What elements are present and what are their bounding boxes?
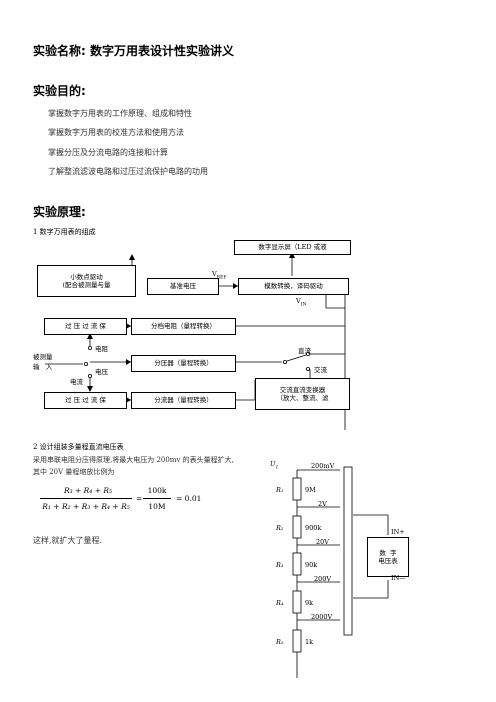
in-plus-label: IN+ bbox=[391, 528, 405, 536]
r1-value: 9M bbox=[305, 486, 316, 494]
block-adc: 模数转换，译码驱动 bbox=[238, 278, 349, 295]
formula-bar-2 bbox=[143, 498, 171, 499]
block-reference: 基准电压 bbox=[147, 278, 219, 295]
current-label: 电流 bbox=[70, 378, 83, 386]
resistor-label: 电阻 bbox=[95, 345, 108, 353]
range-2v: 2V bbox=[318, 500, 327, 508]
r5-label: R₅ bbox=[276, 638, 284, 646]
r3-value: 90k bbox=[305, 561, 318, 569]
formula-numerator: R₃ + R₄ + R₅ bbox=[63, 486, 113, 495]
principle-heading: 实验原理: bbox=[33, 205, 86, 219]
vin-label: VIN bbox=[296, 297, 307, 308]
r1-label: R₁ bbox=[276, 486, 284, 494]
formula-mid-numerator: 100k bbox=[147, 486, 167, 495]
section-1-title: 1 数字万用表的组成 bbox=[33, 228, 96, 236]
formula-denominator: R₁ + R₂ + R₃ + R₄ + R₅ bbox=[42, 502, 130, 511]
block-protect-top: 过 压 过 流 保 bbox=[44, 318, 127, 335]
purpose-heading: 实验目的: bbox=[33, 84, 86, 98]
section-2-text-2: 其中 20V 量程缩放比例为 bbox=[33, 468, 115, 476]
ac-label: 交流 bbox=[314, 366, 327, 374]
u1-label: U1 bbox=[270, 460, 279, 471]
block-range-resistor: 分档电阻（量程转换） bbox=[131, 318, 236, 335]
formula-mid-denominator: 10M bbox=[148, 502, 166, 511]
range-2000v: 2000V bbox=[311, 613, 333, 621]
r2-value: 900k bbox=[305, 524, 322, 532]
r5-value: 1k bbox=[305, 638, 314, 646]
vref-label: VREF bbox=[212, 270, 227, 281]
r2-label: R₂ bbox=[276, 524, 284, 532]
block-display: 数字显示屏（LED 或液 bbox=[234, 240, 351, 255]
dc-label: 直流 bbox=[298, 347, 311, 355]
voltage-label: 电压 bbox=[95, 368, 108, 376]
block-acdc: 交流直流变换器 （放大、整流、滤 bbox=[255, 378, 350, 410]
range-200v: 200V bbox=[314, 575, 332, 583]
digital-voltmeter: 数 字 电压表 bbox=[367, 537, 409, 577]
section-2-text-3: 这样,就扩大了量程. bbox=[33, 536, 103, 545]
formula-bar-1 bbox=[40, 498, 132, 499]
purpose-item-4: 了解整流滤波电路和过压过流保护电路的功用 bbox=[48, 167, 208, 176]
formula-equals: = bbox=[136, 494, 143, 503]
block-divider: 分压器（量程转换） bbox=[131, 355, 236, 372]
input-label: 被测量 输 入 bbox=[33, 353, 53, 372]
page-title: 实验名称: 数字万用表设计性实验讲义 bbox=[33, 44, 234, 58]
purpose-item-2: 掌握数字万用表的校准方法和使用方法 bbox=[48, 128, 184, 137]
block-decimal-driver: 小数点驱动 (配合被测量与量 bbox=[37, 265, 136, 297]
r4-value: 9k bbox=[305, 599, 314, 607]
purpose-item-1: 掌握数字万用表的工作原理、组成和特性 bbox=[48, 109, 192, 118]
range-200mv: 200mV bbox=[311, 462, 335, 470]
in-minus-label: IN— bbox=[391, 574, 406, 582]
formula-result: = 0.01 bbox=[176, 494, 202, 503]
block-protect-bottom: 过 压 过 流 保 bbox=[44, 392, 127, 409]
r3-label: R₃ bbox=[276, 561, 284, 569]
purpose-item-3: 掌握分压及分流电路的连接和计算 bbox=[48, 148, 168, 157]
r4-label: R₄ bbox=[276, 599, 284, 607]
range-20v: 20V bbox=[316, 538, 329, 546]
block-shunt: 分流器（量程转换） bbox=[131, 392, 236, 409]
section-2-title: 2 设计组装多量程直流电压表 bbox=[33, 443, 124, 451]
section-2-text-1: 采用串联电阻分压得原理,将最大电压为 200mv 的表头量程扩大, bbox=[33, 456, 234, 464]
